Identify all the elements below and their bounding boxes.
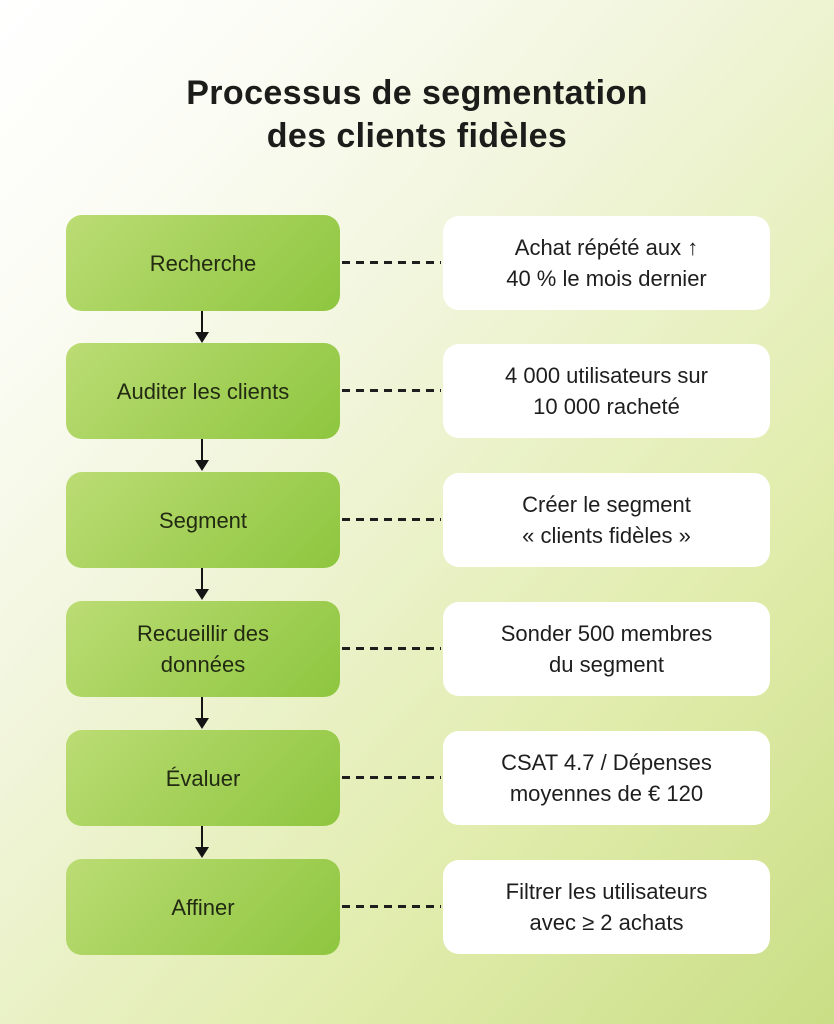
- down-arrow-connector: [194, 826, 210, 858]
- detail-text: 4 000 utilisateurs sur 10 000 racheté: [505, 363, 708, 419]
- down-arrow-connector: [194, 311, 210, 343]
- dashed-connector: [342, 647, 441, 650]
- step-label: Recueillir des données: [136, 621, 270, 677]
- arrow-line: [201, 311, 203, 332]
- detail-box: 4 000 utilisateurs sur 10 000 racheté: [443, 344, 770, 438]
- arrow-line: [201, 568, 203, 589]
- down-arrow-connector: [194, 697, 210, 729]
- flow-row: Évaluer CSAT 4.7 / Dépenses moyennes de …: [0, 730, 834, 826]
- dashed-connector: [342, 261, 441, 264]
- step-label: Segment: [158, 507, 248, 533]
- step-label: Auditer les clients: [116, 378, 290, 404]
- arrow-head-icon: [195, 718, 209, 729]
- detail-text: Achat répété aux ↑ 40 % le mois dernier: [506, 235, 707, 291]
- flow-row: Auditer les clients 4 000 utilisateurs s…: [0, 343, 834, 439]
- detail-box: CSAT 4.7 / Dépenses moyennes de € 120: [443, 731, 770, 825]
- detail-box: Créer le segment « clients fidèles »: [443, 473, 770, 567]
- down-arrow-connector: [194, 439, 210, 471]
- detail-box: Achat répété aux ↑ 40 % le mois dernier: [443, 216, 770, 310]
- step-box-recueillir: Recueillir des données: [66, 601, 340, 697]
- detail-box: Filtrer les utilisateurs avec ≥ 2 achats: [443, 860, 770, 954]
- arrow-head-icon: [195, 847, 209, 858]
- step-box-auditer: Auditer les clients: [66, 343, 340, 439]
- detail-text: Filtrer les utilisateurs avec ≥ 2 achats: [505, 879, 708, 935]
- dashed-connector: [342, 776, 441, 779]
- step-label: Évaluer: [165, 765, 241, 791]
- arrow-line: [201, 826, 203, 847]
- flow-row: Recherche Achat répété aux ↑ 40 % le moi…: [0, 215, 834, 311]
- arrow-head-icon: [195, 589, 209, 600]
- step-label: Recherche: [149, 250, 257, 276]
- step-label: Affiner: [171, 894, 235, 920]
- flow-row: Affiner Filtrer les utilisateurs avec ≥ …: [0, 859, 834, 955]
- flow-row: Recueillir des données Sonder 500 membre…: [0, 601, 834, 697]
- step-box-recherche: Recherche: [66, 215, 340, 311]
- dashed-connector: [342, 518, 441, 521]
- arrow-head-icon: [195, 332, 209, 343]
- step-box-segment: Segment: [66, 472, 340, 568]
- arrow-line: [201, 439, 203, 460]
- step-box-affiner: Affiner: [66, 859, 340, 955]
- detail-box: Sonder 500 membres du segment: [443, 602, 770, 696]
- down-arrow-connector: [194, 568, 210, 600]
- page-title: Processus de segmentation des clients fi…: [186, 74, 648, 155]
- detail-text: Sonder 500 membres du segment: [500, 621, 713, 677]
- dashed-connector: [342, 905, 441, 908]
- arrow-head-icon: [195, 460, 209, 471]
- detail-text: Créer le segment « clients fidèles »: [522, 492, 691, 548]
- detail-text: CSAT 4.7 / Dépenses moyennes de € 120: [501, 750, 712, 806]
- arrow-line: [201, 697, 203, 718]
- step-box-evaluer: Évaluer: [66, 730, 340, 826]
- dashed-connector: [342, 389, 441, 392]
- flow-row: Segment Créer le segment « clients fidèl…: [0, 472, 834, 568]
